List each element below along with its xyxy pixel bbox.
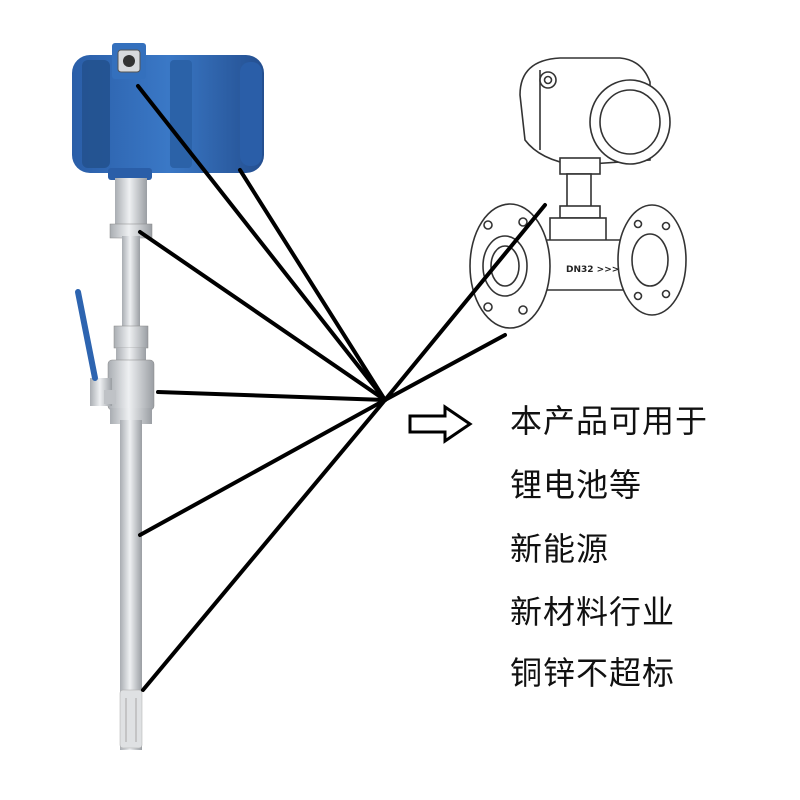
inline-flanged-flowmeter: DN32 >>>	[469, 57, 687, 329]
insertion-thermal-flowmeter	[72, 43, 264, 750]
caption-line-2: 锂电池等	[510, 466, 643, 504]
right-hollow-arrow-icon	[408, 404, 473, 444]
caption-line-3: 新能源	[510, 530, 610, 568]
caption-line-4: 新材料行业	[510, 593, 676, 631]
transmitter-housing	[72, 55, 264, 173]
caption-line-1: 本产品可用于	[510, 402, 709, 440]
size-label: DN32 >>>	[566, 265, 619, 275]
ball-valve	[75, 289, 155, 424]
caption-line-5: 铜锌不超标	[510, 654, 676, 692]
callout-lines	[136, 84, 547, 692]
